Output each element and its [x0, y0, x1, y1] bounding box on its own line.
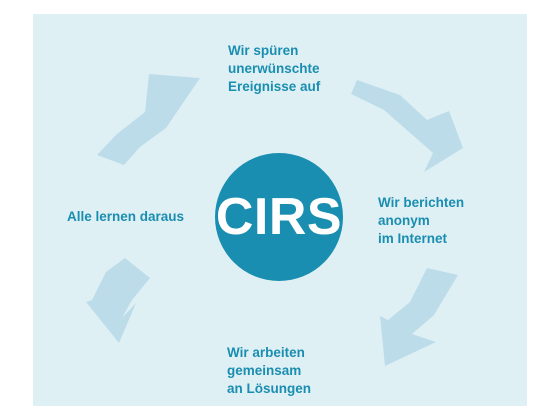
step-left-label: Alle lernen daraus — [67, 208, 184, 226]
step-right-line-2: anonym — [378, 213, 430, 228]
step-bottom-line-2: gemeinsam — [227, 363, 302, 378]
step-top-line-1: Wir spüren — [228, 43, 299, 58]
step-right-line-1: Wir berichten — [378, 195, 465, 210]
step-right-line-3: im Internet — [378, 231, 448, 246]
step-bottom-line-3: an Lösungen — [227, 381, 311, 396]
arrow-top-left-icon — [97, 74, 200, 165]
step-top-line-2: unerwünschte — [228, 61, 320, 76]
step-left-line-1: Alle lernen daraus — [67, 209, 185, 224]
cirs-hub-circle: CIRS — [215, 153, 343, 281]
step-bottom-label: Wir arbeiten gemeinsam an Lösungen — [227, 344, 311, 398]
step-right-label: Wir berichten anonym im Internet — [378, 194, 464, 248]
step-top-line-3: Ereignisse auf — [228, 79, 321, 94]
step-top-label: Wir spüren unerwünschte Ereignisse auf — [228, 42, 320, 96]
arrow-top-right-icon — [351, 80, 463, 172]
arrow-bottom-left-icon — [86, 258, 150, 343]
step-bottom-line-1: Wir arbeiten — [227, 345, 305, 360]
hub-label: CIRS — [215, 188, 343, 246]
arrow-bottom-right-icon — [380, 268, 458, 366]
